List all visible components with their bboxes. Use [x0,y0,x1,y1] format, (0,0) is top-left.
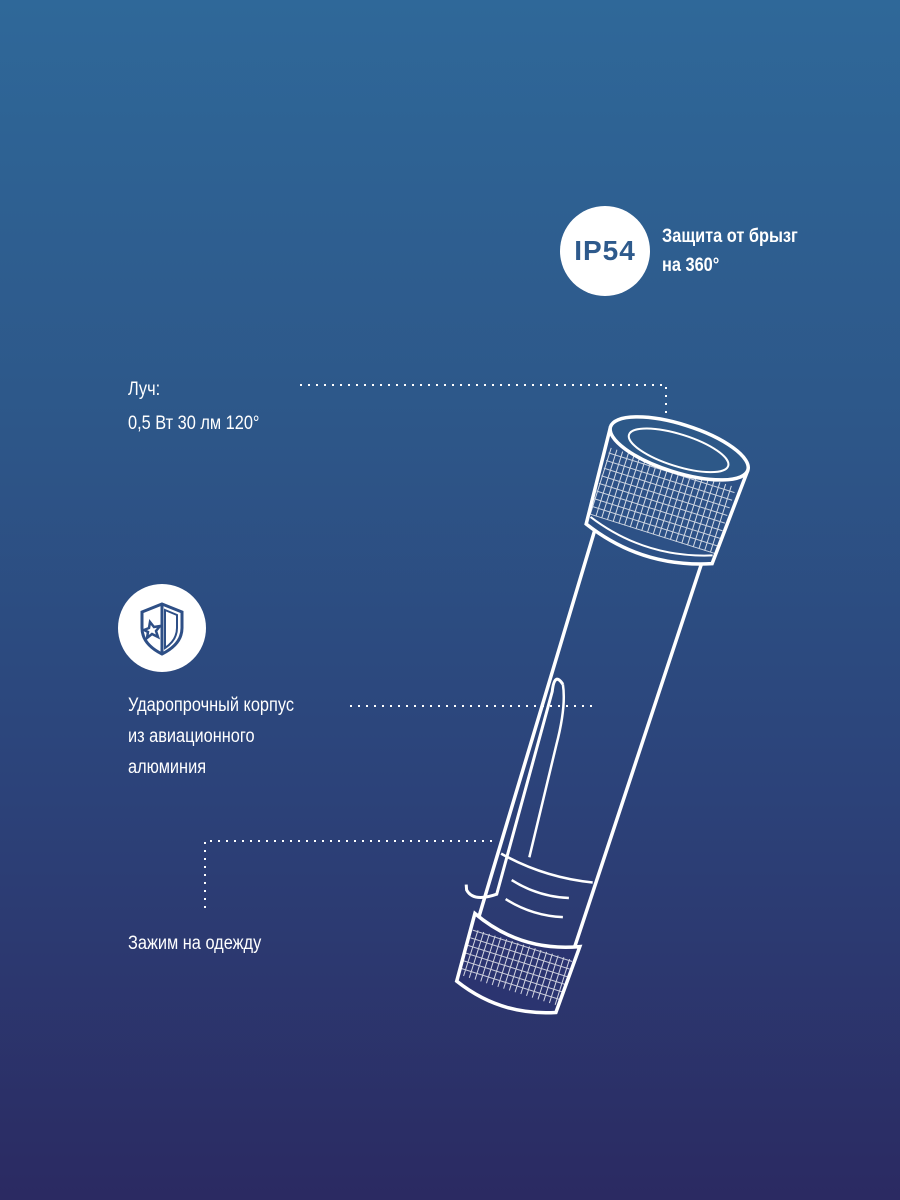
feature-clip-text: Зажим на одежду [128,928,261,959]
feature-body-line: из авиационного [128,726,255,747]
ip54-label: IP54 [574,235,636,266]
ip54-badge: IP54 [560,206,650,296]
feature-clip-line: Зажим на одежду [128,933,262,954]
shield-badge [118,584,206,672]
feature-splash-line: на 360° [662,255,720,276]
feature-beam-text: Луч: 0,5 Вт 30 лм 120° [128,373,259,441]
leader-lines [204,384,667,908]
feature-body-line: Ударопрочный корпус [128,695,295,716]
feature-beam-line: 0,5 Вт 30 лм 120° [128,413,260,434]
feature-body-text: Ударопрочный корпус из авиационного алюм… [128,690,294,783]
feature-body-line: алюминия [128,757,207,778]
feature-beam-line: Луч: [128,379,161,400]
feature-splash-text: Защита от брызг на 360° [662,222,798,280]
feature-splash-line: Защита от брызг [662,226,798,247]
shield-impact-icon [140,602,184,656]
